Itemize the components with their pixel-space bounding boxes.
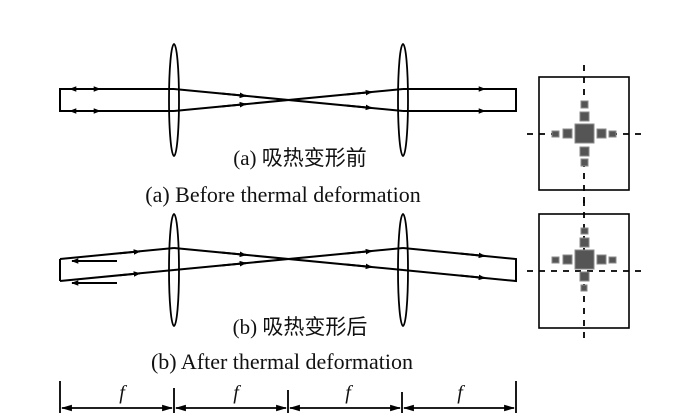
ray-upper-in xyxy=(59,247,175,260)
caption-a-english: (a) Before thermal deformation xyxy=(145,182,420,207)
spot xyxy=(562,254,573,265)
lens-right-icon xyxy=(397,213,409,327)
spot xyxy=(596,254,607,265)
caption-b-chinese: (b) 吸热变形后 xyxy=(233,315,368,339)
arrow-icon xyxy=(344,104,373,111)
lens-left-icon xyxy=(168,43,180,157)
focal-length-label: f xyxy=(457,382,465,404)
focal-length-label: f xyxy=(119,382,127,404)
focal-length-label: f xyxy=(233,382,241,404)
spot xyxy=(596,128,607,139)
arrow-icon xyxy=(219,101,247,108)
panel-b-ray-diagram xyxy=(59,213,517,327)
spot xyxy=(580,284,588,292)
spot xyxy=(580,158,589,167)
arrow-icon xyxy=(344,89,373,96)
spot-center xyxy=(574,123,595,144)
arrow-icon xyxy=(459,252,486,259)
arrow-icon xyxy=(119,271,141,277)
spot-pattern-b xyxy=(527,200,641,340)
spot-center xyxy=(574,249,595,270)
left-return-path xyxy=(59,88,174,112)
arrow-icon xyxy=(119,249,141,255)
spot xyxy=(551,256,560,264)
spot xyxy=(579,237,590,248)
spot xyxy=(562,128,573,139)
spot xyxy=(579,146,590,157)
spot xyxy=(579,271,590,282)
caption-a-chinese: (a) 吸热变形前 xyxy=(233,146,367,170)
caption-b-english: (b) After thermal deformation xyxy=(151,349,413,374)
right-return-path xyxy=(402,247,517,283)
right-return-path xyxy=(403,88,517,112)
arrow-icon xyxy=(219,92,247,99)
panel-a-ray-diagram xyxy=(59,43,517,157)
spot xyxy=(608,256,617,264)
arrow-icon xyxy=(344,248,373,255)
spot xyxy=(551,130,560,138)
ray-lower-in xyxy=(59,269,175,282)
arrow-icon xyxy=(344,263,373,270)
arrow-icon xyxy=(219,251,247,258)
focal-length-label: f xyxy=(345,382,353,404)
lens-left-icon xyxy=(168,213,180,327)
spot-pattern-a xyxy=(527,65,641,205)
spot xyxy=(608,130,617,138)
focal-length-dimensions: f f f f xyxy=(59,381,517,413)
arrow-icon xyxy=(219,260,247,267)
spot xyxy=(579,111,590,122)
spot xyxy=(580,227,589,235)
arrow-icon xyxy=(459,274,486,281)
spot xyxy=(580,100,589,109)
lens-right-icon xyxy=(397,43,409,157)
